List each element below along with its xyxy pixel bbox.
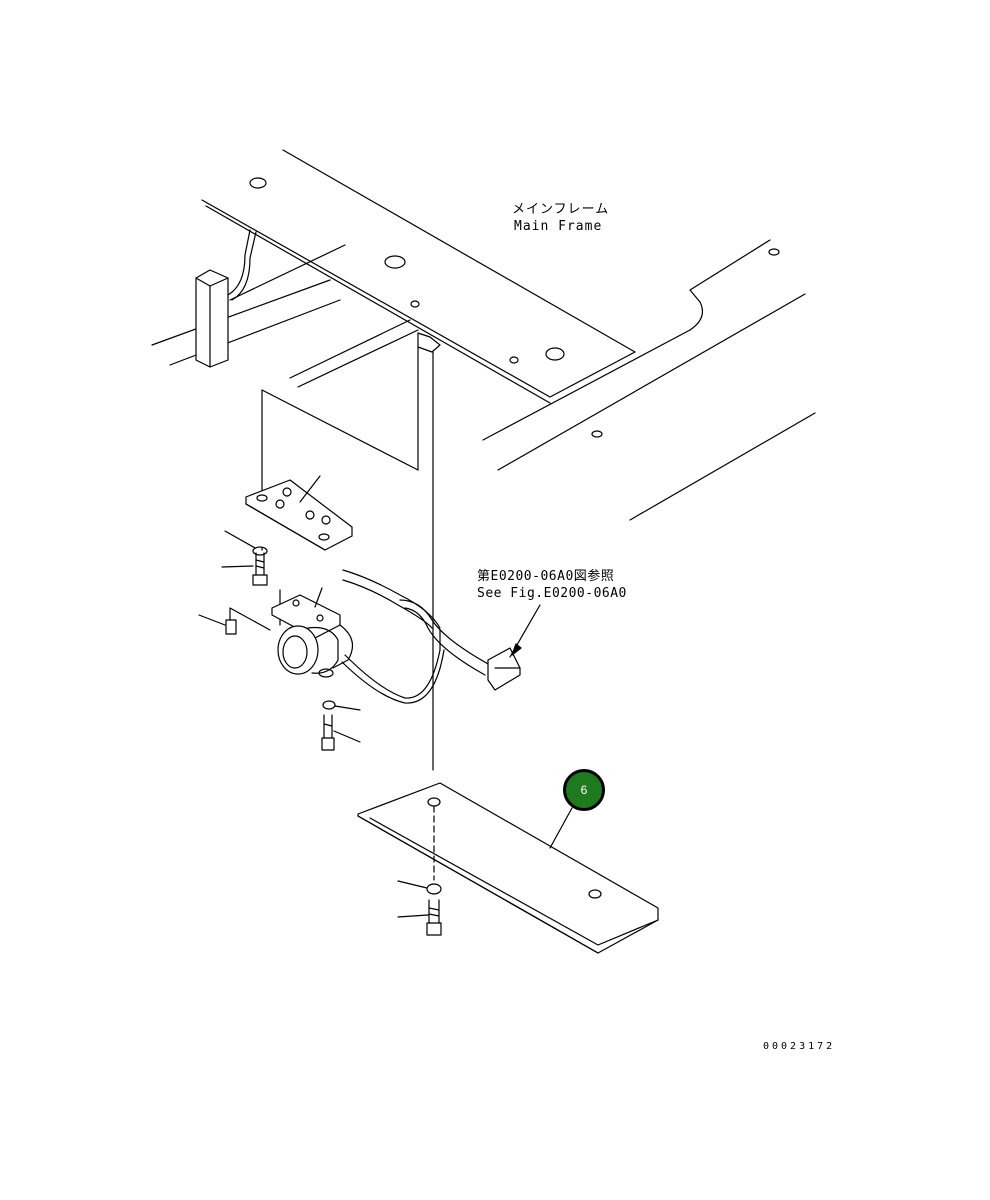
wiring-harness (342, 569, 541, 691)
reference-label-jp: 第E0200-06A0図参照 (477, 569, 615, 584)
reference-label-en: See Fig.E0200-06A0 (477, 586, 627, 601)
cover-plate (357, 782, 659, 954)
main-frame-label-jp: メインフレーム (512, 202, 610, 217)
drawing-number: 00023172 (763, 1041, 836, 1052)
main-frame (151, 149, 816, 771)
callout-6-number: 6 (580, 783, 588, 797)
main-frame-label-en: Main Frame (514, 219, 603, 234)
horn-assembly (271, 587, 445, 751)
bracket-hardware (198, 530, 281, 635)
mounting-bracket (245, 475, 353, 551)
callout-6-badge: 6 (563, 769, 605, 811)
